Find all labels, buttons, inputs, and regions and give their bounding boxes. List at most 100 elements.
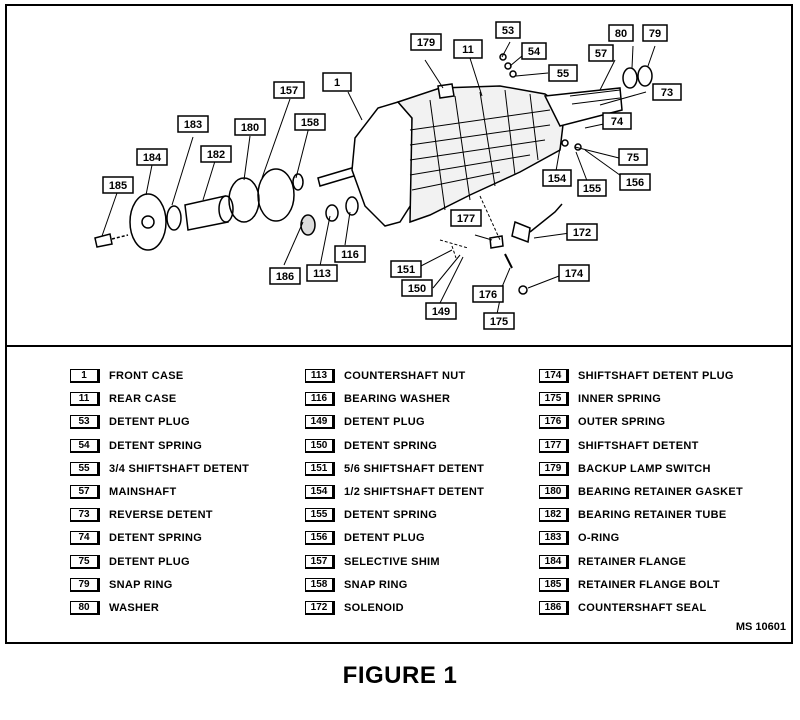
legend-label: O-RING: [578, 532, 620, 545]
callout-55: 55: [548, 64, 578, 82]
legend-label: SOLENOID: [344, 602, 404, 614]
callout-number: 151: [397, 264, 415, 276]
callout-1: 1: [322, 72, 352, 92]
legend-label: DETENT PLUG: [344, 416, 425, 429]
legend-item: 157 SELECTIVE SHIM: [305, 554, 440, 570]
legend-label: FRONT CASE: [109, 370, 184, 382]
callout-number: 1: [334, 77, 340, 89]
callout-75: 75: [618, 148, 648, 166]
legend-label: DETENT SPRING: [109, 532, 203, 545]
callout-number: 55: [557, 68, 569, 80]
callout-number: 179: [417, 37, 435, 49]
legend-label: SHIFTSHAFT DETENT PLUG: [578, 370, 734, 382]
legend-item: 79 SNAP RING: [70, 577, 173, 593]
front-case: [351, 101, 415, 227]
legend-label: COUNTERSHAFT SEAL: [578, 602, 707, 614]
figure-title: FIGURE 1: [342, 662, 458, 689]
callout-186: 186: [269, 267, 301, 285]
callout-number: 149: [432, 306, 450, 318]
callout-185: 185: [102, 176, 134, 194]
legend-divider: [5, 345, 793, 347]
snap-ring-79: [637, 65, 653, 87]
legend-number: 179: [539, 461, 569, 476]
legend-label: DETENT PLUG: [109, 416, 190, 429]
legend-number: 151: [305, 461, 335, 476]
legend-item: 179 BACKUP LAMP SWITCH: [539, 461, 711, 477]
legend-number: 157: [305, 554, 335, 569]
callout-number: 155: [583, 183, 601, 195]
leader-lines: [101, 41, 656, 315]
callout-number: 74: [611, 116, 624, 128]
legend-number: 75: [70, 554, 100, 569]
legend-label: SHIFTSHAFT DETENT: [578, 439, 699, 452]
callout-number: 79: [649, 28, 661, 40]
legend-number: 80: [70, 601, 100, 615]
legend-item: 55 3/4 SHIFTSHAFT DETENT: [70, 461, 249, 477]
legend-label: BEARING RETAINER GASKET: [578, 486, 743, 498]
legend-label: SNAP RING: [109, 578, 173, 591]
mainshaft: [543, 87, 623, 127]
callout-174: 174: [558, 264, 590, 282]
callout-number: 182: [207, 149, 225, 161]
legend-label: OUTER SPRING: [578, 416, 666, 429]
legend-number: 74: [70, 531, 100, 546]
callout-151: 151: [390, 260, 422, 278]
legend-label: DETENT SPRING: [344, 439, 438, 452]
rear-case: [396, 85, 566, 224]
countershaft-nut: [325, 204, 339, 222]
figure-frame: [5, 4, 793, 644]
legend-number: 79: [70, 577, 100, 592]
backup-lamp-switch: [437, 83, 455, 99]
callout-180: 180: [234, 118, 266, 136]
callout-172: 172: [566, 223, 598, 241]
legend-item: 151 5/6 SHIFTSHAFT DETENT: [305, 461, 484, 477]
legend-label: SELECTIVE SHIM: [344, 555, 440, 568]
callout-184: 184: [136, 148, 168, 166]
snap-ring-80: [622, 67, 638, 89]
case-ribs: [409, 89, 551, 211]
legend-label: DETENT PLUG: [109, 555, 190, 568]
callout-number: 53: [502, 25, 514, 37]
transmission-assembly: [94, 41, 656, 315]
legend-number: 182: [539, 508, 569, 523]
legend-label: BACKUP LAMP SWITCH: [578, 462, 711, 475]
solenoid: [511, 220, 531, 244]
legend-label: RETAINER FLANGE BOLT: [578, 578, 720, 591]
legend-label: 5/6 SHIFTSHAFT DETENT: [344, 462, 485, 475]
callout-number: 54: [528, 46, 541, 58]
callout-number: 150: [408, 283, 426, 295]
legend-label: 3/4 SHIFTSHAFT DETENT: [109, 462, 250, 475]
legend-label: DETENT PLUG: [344, 532, 425, 545]
legend-label: COUNTERSHAFT NUT: [344, 370, 466, 382]
callout-183: 183: [177, 115, 209, 133]
legend-label: BEARING RETAINER TUBE: [578, 509, 727, 522]
callout-74: 74: [602, 112, 632, 130]
legend-label: 1/2 SHIFTSHAFT DETENT: [344, 486, 485, 498]
legend-item: 182 BEARING RETAINER TUBE: [539, 507, 727, 523]
bearing-retainer-gasket: [228, 177, 260, 223]
legend-label: MAINSHAFT: [109, 486, 177, 498]
callout-57: 57: [588, 44, 614, 62]
legend-number: 175: [539, 392, 569, 407]
callout-number: 175: [490, 316, 508, 328]
callout-number: 180: [241, 122, 259, 134]
callout-number: 185: [109, 180, 127, 192]
callout-157: 157: [273, 81, 305, 99]
callout-155: 155: [577, 179, 607, 197]
legend-number: 55: [70, 461, 100, 476]
callout-116: 116: [334, 245, 366, 263]
